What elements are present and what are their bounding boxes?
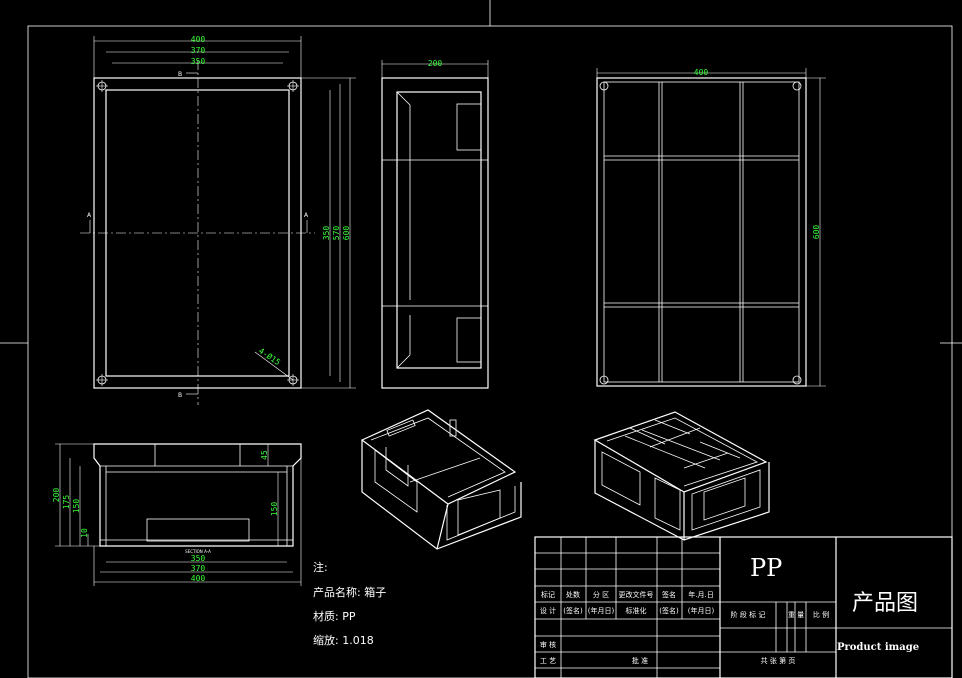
top-view: 400 370 350 350 570 600 B B A A 4-Ø15: [80, 35, 356, 405]
dim-section-400: 400: [191, 574, 206, 583]
notes: 注: 产品名称: 箱子 材质: PP 缩放: 1.018: [313, 560, 386, 647]
dim-section-370: 370: [191, 564, 206, 573]
section-view: 200 175 150 10 45 150 350 370 400 SECTIO…: [52, 443, 302, 586]
row-label-signature: 签名: [662, 590, 676, 599]
dim-top-length: 600: [342, 226, 351, 241]
dim-section-45: 45: [260, 450, 269, 460]
review-label: 审 核: [540, 640, 556, 649]
scale-label: 比 例: [813, 610, 829, 619]
sheet-info: 共 张 第 页: [761, 656, 796, 665]
isometric-divided-crate-view: [593, 411, 770, 541]
standardization-date: (年月日): [688, 606, 715, 615]
process-label: 工 艺: [540, 657, 556, 665]
dim-section-10: 10: [80, 528, 89, 538]
standardization-signature: (签名): [659, 606, 679, 615]
approve-label: 批 准: [632, 656, 648, 665]
dim-top-width: 400: [191, 35, 206, 44]
notes-product-name: 产品名称: 箱子: [313, 585, 386, 599]
title-en: Product image: [837, 642, 919, 653]
notes-material: 材质: PP: [313, 609, 356, 623]
isometric-crate-view: [360, 409, 522, 550]
row-label-change-doc: 更改文件号: [619, 590, 654, 599]
row-label-mark: 标记: [541, 590, 555, 599]
dim-side-height: 200: [428, 59, 443, 68]
title-block: PP 产品图 Product image 标记 处数 分 区 更改文件号 签名 …: [534, 536, 953, 678]
standardization-label: 标准化: [626, 606, 647, 615]
dim-section-150: 150: [72, 499, 81, 514]
dim-right-length: 600: [812, 225, 821, 240]
dim-top-mid-length: 570: [332, 226, 341, 241]
dim-top-inner-width-2: 350: [191, 57, 206, 66]
dim-section-150-right: 150: [270, 502, 279, 517]
dim-section-175: 175: [62, 495, 71, 510]
dim-section-350: 350: [191, 554, 206, 563]
side-view: 200: [381, 59, 489, 389]
right-view: 400 600: [596, 68, 826, 387]
design-date: (年月日): [588, 606, 615, 615]
row-label-zone: 分 区: [593, 590, 609, 599]
row-label-date: 年.月.日: [688, 590, 713, 599]
section-mark-b-top: B: [178, 71, 182, 78]
dim-top-inner-width: 370: [191, 46, 206, 55]
notes-scale: 缩放: 1.018: [313, 633, 374, 647]
section-mark-b-bottom: B: [178, 392, 182, 399]
row-label-count: 处数: [566, 590, 580, 599]
dim-top-inner-length: 350: [322, 226, 331, 241]
dim-section-height: 200: [52, 488, 61, 503]
section-caption: SECTION A-A: [185, 549, 211, 554]
section-mark-a-left: A: [87, 212, 92, 219]
design-signature: (签名): [563, 606, 583, 615]
stage-mark-label: 阶 段 标 记: [731, 610, 766, 619]
dim-right-width: 400: [694, 68, 709, 77]
material-code: PP: [750, 554, 782, 582]
notes-heading: 注:: [313, 560, 328, 574]
weight-label: 重 量: [788, 611, 804, 619]
design-label: 设 计: [540, 606, 556, 615]
title-cn: 产品图: [852, 591, 918, 616]
section-mark-a-right: A: [304, 212, 309, 219]
